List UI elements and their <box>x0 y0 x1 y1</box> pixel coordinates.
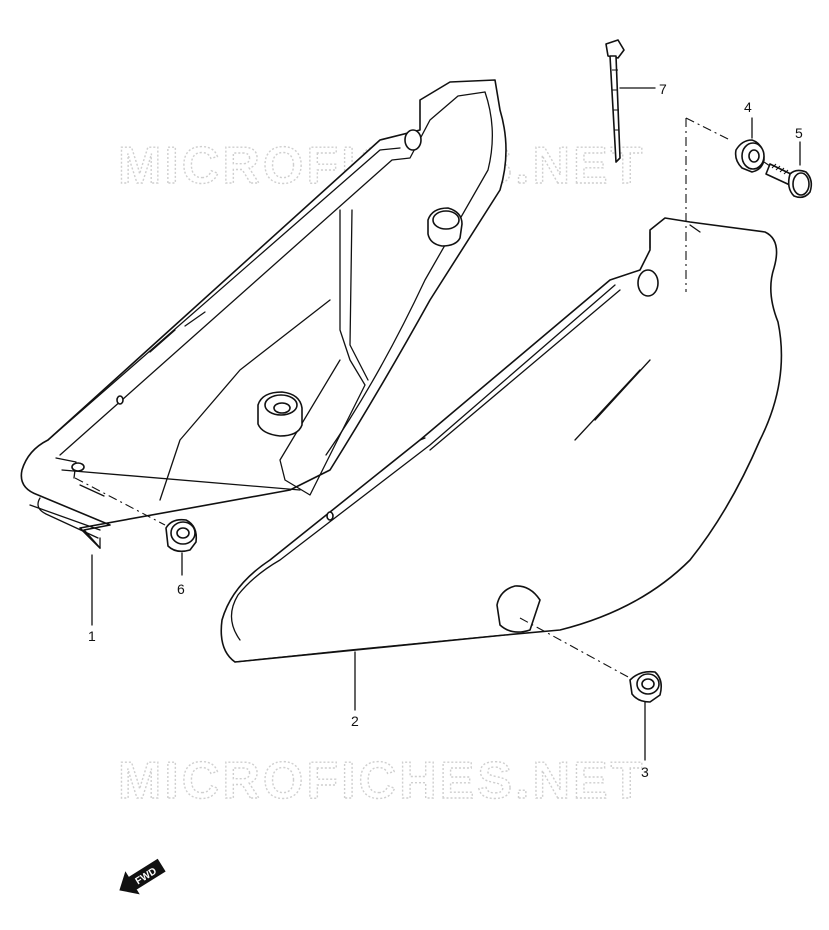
callout-5: 5 <box>795 125 803 141</box>
part-5-bolt <box>765 163 813 199</box>
part-2-right-side-cover <box>220 217 783 663</box>
leader-lines <box>74 87 801 761</box>
callout-2: 2 <box>351 713 359 729</box>
part-7-cable-tie <box>605 39 625 163</box>
part-1-left-frame-cover <box>20 79 507 549</box>
callout-1: 1 <box>88 628 96 644</box>
watermark-bottom: MICROFICHES.NET <box>118 752 645 810</box>
callout-3: 3 <box>641 764 649 780</box>
callout-7: 7 <box>659 81 667 97</box>
callout-4: 4 <box>744 99 752 115</box>
part-3-grommet <box>629 670 662 703</box>
callout-6: 6 <box>177 581 185 597</box>
part-4-collar <box>734 139 765 173</box>
part-6-grommet <box>165 518 198 553</box>
fwd-direction-arrow: FWD <box>119 858 166 895</box>
